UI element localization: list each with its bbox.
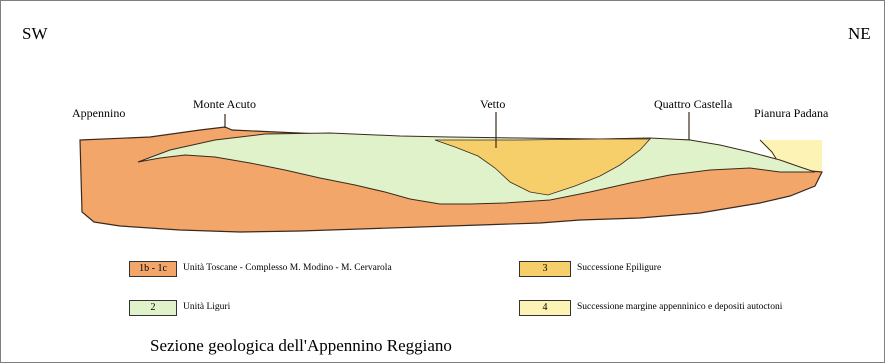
legend-code-margine: 4: [543, 302, 548, 313]
legend-swatch-margine: 4: [519, 300, 571, 316]
legend-label-liguri: Unità Liguri: [183, 299, 230, 315]
figure-caption: Sezione geologica dell'Appennino Reggian…: [150, 336, 452, 356]
legend-code-liguri: 2: [151, 302, 156, 313]
legend-swatch-epiliguri: 3: [519, 261, 571, 277]
legend-swatch-liguri: 2: [129, 300, 177, 316]
legend-label-epiliguri: Successione Epiligure: [577, 260, 661, 276]
legend-swatch-toscane: 1b - 1c: [129, 261, 177, 277]
legend-code-epiliguri: 3: [543, 263, 548, 274]
legend-code-toscane: 1b - 1c: [139, 263, 167, 274]
legend-label-toscane: Unità Toscane - Complesso M. Modino - M.…: [183, 260, 392, 276]
legend-label-margine: Successione margine appenninico e deposi…: [577, 299, 782, 315]
